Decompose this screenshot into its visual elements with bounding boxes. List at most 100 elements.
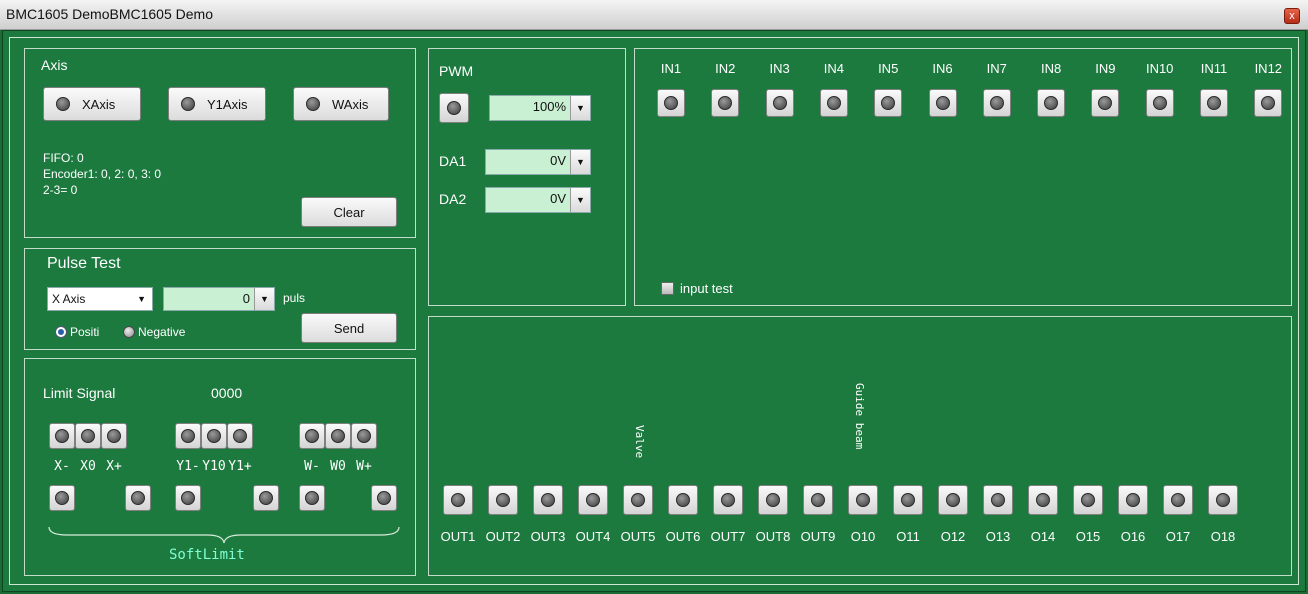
input-led-4[interactable]: [874, 89, 903, 117]
output-led-4[interactable]: [623, 485, 653, 515]
limit-led-5[interactable]: [227, 423, 253, 449]
led-icon: [946, 493, 960, 507]
led-icon: [718, 96, 733, 110]
limit-signal-title: Limit Signal: [43, 385, 116, 401]
output-label-10: O11: [896, 529, 920, 544]
output-led-3[interactable]: [578, 485, 608, 515]
limit-led-8[interactable]: [351, 423, 377, 449]
da2-arrow-icon: ▼: [570, 188, 590, 212]
input-led-3[interactable]: [819, 89, 848, 117]
limit-led-0[interactable]: [49, 423, 75, 449]
pulse-unit: puls: [283, 291, 306, 305]
da2-combo[interactable]: 0V ▼: [485, 187, 591, 213]
output-led-15[interactable]: [1118, 485, 1148, 515]
input-led-10[interactable]: [1200, 89, 1228, 117]
output-led-17[interactable]: [1208, 485, 1238, 515]
xaxis-button[interactable]: XAxis: [43, 87, 141, 121]
input-led-9[interactable]: [1145, 89, 1174, 117]
input-led-8[interactable]: [1091, 89, 1120, 117]
output-label-6: OUT7: [710, 529, 746, 544]
da1-combo[interactable]: 0V ▼: [485, 149, 591, 175]
close-button[interactable]: x: [1284, 8, 1300, 24]
pulse-value-arrow-icon: ▼: [254, 288, 274, 310]
output-led-1[interactable]: [488, 485, 518, 515]
input-led-11[interactable]: [1254, 89, 1283, 117]
negative-radio-icon: [123, 326, 135, 338]
output-led-10[interactable]: [893, 485, 923, 515]
led-icon: [181, 429, 195, 443]
guide-beam-label: Guide beam: [853, 383, 866, 450]
output-led-16[interactable]: [1163, 485, 1193, 515]
softlimit-led-5[interactable]: [371, 485, 397, 511]
led-icon: [901, 493, 915, 507]
input-label-11: IN12: [1254, 61, 1283, 76]
output-led-12[interactable]: [983, 485, 1013, 515]
limit-led-4[interactable]: [201, 423, 227, 449]
led-icon: [1126, 493, 1140, 507]
pulse-axis-select[interactable]: X Axis ▼: [47, 287, 153, 311]
softlimit-led-3[interactable]: [253, 485, 279, 511]
output-label-2: OUT3: [530, 529, 566, 544]
output-led-11[interactable]: [938, 485, 968, 515]
negative-radio[interactable]: Negative: [123, 325, 185, 339]
pwm-title: PWM: [439, 63, 474, 79]
output-led-6[interactable]: [713, 485, 743, 515]
input-led-6[interactable]: [982, 89, 1011, 117]
led-icon: [856, 493, 870, 507]
positive-radio[interactable]: Positi: [55, 325, 99, 339]
led-icon: [55, 491, 69, 505]
led-icon: [55, 429, 69, 443]
limit-label-6: W-: [304, 459, 320, 474]
output-led-14[interactable]: [1073, 485, 1103, 515]
output-led-2[interactable]: [533, 485, 563, 515]
limit-led-3[interactable]: [175, 423, 201, 449]
input-led-0[interactable]: [657, 89, 685, 117]
led-icon: [1216, 493, 1230, 507]
limit-led-2[interactable]: [101, 423, 127, 449]
input-led-2[interactable]: [765, 89, 794, 117]
softlimit-led-4[interactable]: [299, 485, 325, 511]
fifo-readout: FIFO: 0: [43, 151, 84, 165]
softlimit-label: SoftLimit: [169, 547, 245, 563]
y1axis-button-label: Y1Axis: [207, 96, 248, 112]
output-label-0: OUT1: [440, 529, 476, 544]
output-led-8[interactable]: [803, 485, 833, 515]
input-label-4: IN5: [878, 61, 899, 76]
led-icon: [1036, 493, 1050, 507]
output-label-11: O12: [940, 529, 966, 544]
input-led-5[interactable]: [928, 89, 957, 117]
softlimit-led-2[interactable]: [175, 485, 201, 511]
output-led-0[interactable]: [443, 485, 473, 515]
output-led-7[interactable]: [758, 485, 788, 515]
pulse-value-combo[interactable]: 0 ▼: [163, 287, 275, 311]
limit-label-5: Y1+: [228, 459, 252, 474]
xaxis-led-icon: [56, 97, 70, 111]
limit-led-7[interactable]: [325, 423, 351, 449]
limit-led-1[interactable]: [75, 423, 101, 449]
led-icon: [496, 493, 510, 507]
softlimit-led-1[interactable]: [125, 485, 151, 511]
output-led-5[interactable]: [668, 485, 698, 515]
pwm-combo[interactable]: 100% ▼: [489, 95, 591, 121]
input-label-7: IN8: [1040, 61, 1062, 76]
led-icon: [305, 491, 319, 505]
input-led-1[interactable]: [711, 89, 740, 117]
waxis-button[interactable]: WAxis: [293, 87, 389, 121]
led-icon: [181, 491, 195, 505]
limit-led-6[interactable]: [299, 423, 325, 449]
led-icon: [259, 491, 273, 505]
led-icon: [991, 493, 1005, 507]
led-icon: [826, 96, 841, 110]
clear-button[interactable]: Clear: [301, 197, 397, 227]
pwm-led-button[interactable]: [439, 93, 469, 123]
softlimit-led-0[interactable]: [49, 485, 75, 511]
input-test-checkbox[interactable]: input test: [661, 281, 733, 296]
output-led-13[interactable]: [1028, 485, 1058, 515]
y1axis-button[interactable]: Y1Axis: [168, 87, 266, 121]
output-led-9[interactable]: [848, 485, 878, 515]
input-led-7[interactable]: [1037, 89, 1066, 117]
input-label-1: IN2: [715, 61, 736, 76]
send-button[interactable]: Send: [301, 313, 397, 343]
